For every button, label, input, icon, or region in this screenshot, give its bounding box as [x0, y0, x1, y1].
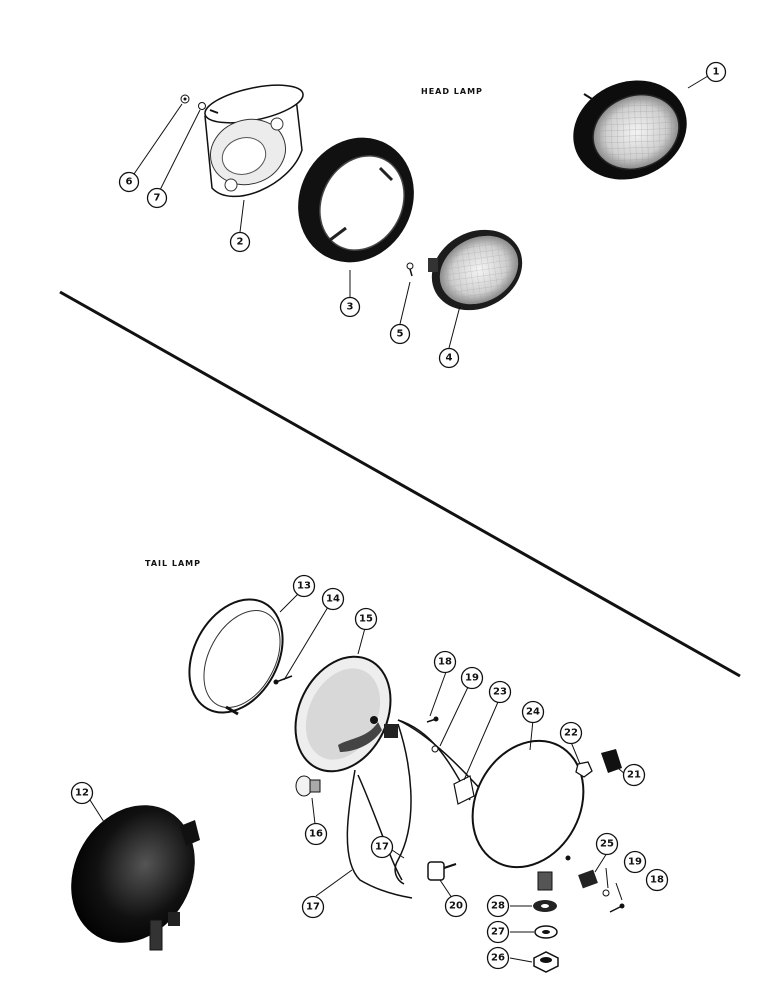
callout-26: 26 [486, 946, 510, 970]
callout-15: 15 [354, 607, 378, 631]
callout-4: 4 [438, 347, 460, 369]
svg-text:25: 25 [600, 839, 614, 850]
clip-23 [453, 775, 475, 805]
callout-7: 7 [146, 187, 168, 209]
screw-5 [406, 262, 414, 277]
lens-21 [601, 749, 622, 773]
svg-text:12: 12 [75, 788, 89, 799]
callout-20: 20 [444, 894, 468, 918]
svg-text:14: 14 [326, 594, 340, 605]
svg-text:19: 19 [465, 673, 479, 684]
svg-text:6: 6 [126, 177, 133, 188]
svg-text:17: 17 [306, 902, 320, 913]
svg-text:26: 26 [491, 953, 505, 964]
lamp-housing [471, 739, 585, 891]
screw-14 [273, 675, 293, 685]
callout-19-lower: 19 [623, 850, 647, 874]
svg-text:18: 18 [650, 875, 664, 886]
sealed-beam-lens [428, 229, 523, 311]
svg-text:24: 24 [526, 707, 540, 718]
nut-22 [575, 761, 593, 778]
callout-21: 21 [622, 763, 646, 787]
svg-text:17: 17 [375, 842, 389, 853]
lockwasher-7 [198, 102, 206, 110]
washer-28 [533, 900, 557, 912]
svg-text:2: 2 [237, 237, 244, 248]
svg-text:18: 18 [438, 657, 452, 668]
svg-text:20: 20 [449, 901, 463, 912]
svg-text:7: 7 [154, 193, 161, 204]
callout-17-lower: 17 [301, 895, 325, 919]
washer-19-upper [431, 745, 439, 753]
svg-text:27: 27 [491, 927, 505, 938]
callout-22: 22 [559, 721, 583, 745]
callout-17-upper: 17 [370, 835, 394, 859]
retaining-ring [298, 137, 414, 263]
callout-5: 5 [389, 323, 411, 345]
svg-text:3: 3 [347, 302, 354, 313]
reflector-plate [294, 655, 392, 773]
callout-2: 2 [229, 231, 251, 253]
head-lamp-heading: HEAD LAMP [421, 87, 483, 96]
svg-text:15: 15 [359, 614, 373, 625]
svg-text:1: 1 [713, 67, 720, 78]
leader-lines [89, 75, 709, 963]
tail-lamp-heading: TAIL LAMP [145, 559, 201, 568]
callout-13: 13 [292, 574, 316, 598]
tail-lamp-rim [188, 598, 284, 716]
nut-26 [533, 951, 559, 973]
bulb [295, 775, 321, 797]
callout-12: 12 [70, 781, 94, 805]
svg-text:4: 4 [446, 353, 453, 364]
callout-18-lower: 18 [645, 868, 669, 892]
callout-25: 25 [595, 832, 619, 856]
svg-text:13: 13 [297, 581, 311, 592]
svg-text:16: 16 [309, 829, 323, 840]
screw-18-upper [426, 716, 439, 723]
callout-3: 3 [339, 296, 361, 318]
callout-6: 6 [118, 171, 140, 193]
head-lamp-assembly [573, 80, 687, 180]
switch-20 [427, 861, 457, 881]
svg-text:19: 19 [628, 857, 642, 868]
callout-27: 27 [486, 920, 510, 944]
bolt-25 [578, 869, 598, 889]
callout-1: 1 [705, 61, 727, 83]
callout-14: 14 [321, 587, 345, 611]
svg-text:23: 23 [493, 687, 507, 698]
callout-28: 28 [486, 894, 510, 918]
svg-text:22: 22 [564, 728, 578, 739]
nut-6 [180, 94, 190, 104]
svg-text:21: 21 [627, 770, 641, 781]
callout-24: 24 [521, 700, 545, 724]
svg-text:5: 5 [397, 329, 404, 340]
callout-18-upper: 18 [433, 650, 457, 674]
callout-16: 16 [304, 822, 328, 846]
tail-lamp-assembly [71, 805, 200, 951]
callout-19-upper: 19 [460, 666, 484, 690]
washer-19-lower [602, 889, 610, 897]
washer-27 [534, 925, 558, 939]
section-divider [59, 290, 741, 678]
callout-23: 23 [488, 680, 512, 704]
screw-18-lower [609, 903, 625, 913]
mounting-shell [204, 84, 304, 198]
svg-text:28: 28 [491, 901, 505, 912]
